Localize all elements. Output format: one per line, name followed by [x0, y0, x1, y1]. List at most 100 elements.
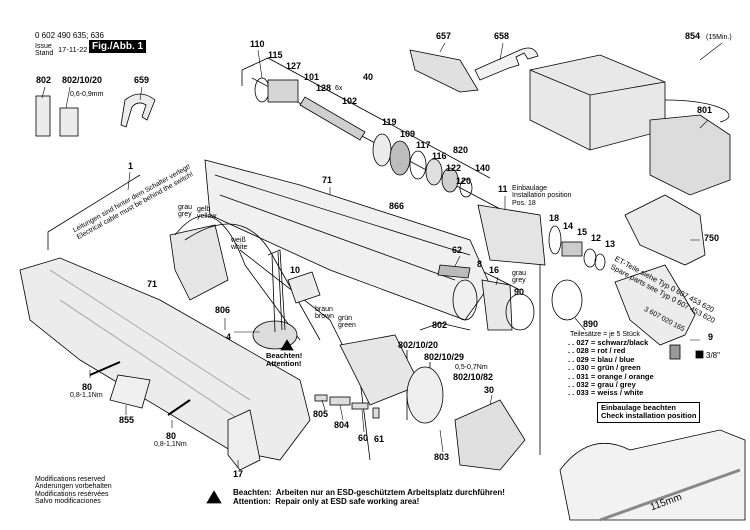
part-90 [505, 293, 535, 331]
callout-805: 805 [313, 409, 329, 419]
callout-820: 820 [453, 145, 469, 155]
callout-80-left: 80 [82, 382, 93, 392]
screw-80b [167, 399, 191, 416]
callout-802: 802 [36, 75, 52, 85]
esd-label-en: Attention: [233, 496, 271, 506]
part-802-10-20 [59, 107, 79, 137]
callout-802-motor: 802 [432, 320, 448, 330]
callout-119: 119 [382, 117, 397, 127]
callout-128-qty: 6x [335, 85, 343, 92]
modifications-fr: Modifications resérvées [35, 490, 109, 498]
callout-102: 102 [342, 96, 358, 106]
warning-triangle-icon [280, 339, 294, 351]
part-855 [109, 374, 151, 409]
check-en: Check installation position [601, 411, 697, 421]
color-de: grau [512, 270, 527, 277]
callout-60: 60 [358, 433, 369, 443]
part-110 [254, 77, 270, 103]
callout-116: 116 [432, 151, 447, 161]
callout-80-bottom: 80 [166, 431, 177, 441]
esd-warning-icon [206, 490, 222, 504]
drive-size: 3/8" [706, 351, 720, 360]
modifications-note: Modifications reserved Änderungen vorbeh… [35, 476, 112, 505]
install-note-de: Einbaulage [512, 185, 548, 192]
leader-lines [41, 42, 723, 468]
part-801-battery [649, 114, 731, 196]
kit-item: . . 033 = weiss / white [568, 388, 644, 398]
color-en: brown [315, 313, 335, 321]
callout-659: 659 [134, 75, 150, 85]
part-11 [477, 204, 546, 266]
part-4-switch [169, 224, 229, 301]
issue-date: 17-11-22 [58, 45, 88, 54]
modifications-en: Modifications reserved [35, 476, 106, 483]
torque-80-bottom: 0,8-1,1Nm [154, 441, 187, 448]
kit-item: . . 028 = rot / red [568, 346, 626, 356]
callout-16: 16 [489, 265, 500, 275]
install-note: Einbaulage Installation position Pos. 18 [512, 185, 572, 207]
color-en: green [338, 322, 356, 330]
color-de: grün [338, 315, 353, 322]
callout-802-10-29: 802/10/29 [424, 352, 465, 362]
callout-127: 127 [286, 61, 302, 71]
torque-80-left: 0,8-1,1Nm [70, 392, 103, 399]
group-bracket-40 [241, 57, 491, 179]
callout-115: 115 [268, 50, 283, 60]
callout-802-10-20: 802/10/20 [62, 75, 103, 85]
part-8 [452, 279, 478, 321]
install-note-pos: Pos. 18 [512, 199, 536, 207]
callout-10: 10 [290, 265, 301, 275]
attention-note: Beachten!Attention! [266, 351, 303, 369]
callout-4: 4 [226, 332, 232, 342]
esd-text-de: Arbeiten nur an ESD-geschütztem Arbeitsp… [275, 488, 505, 497]
callout-109: 109 [400, 129, 416, 139]
part-657 [409, 49, 479, 93]
callout-120: 120 [456, 176, 472, 186]
callout-1: 1 [128, 161, 134, 171]
kit-item: . . 027 = schwarz/black [568, 338, 649, 347]
callout-750: 750 [704, 233, 720, 243]
callout-802-10-20-b: 802/10/20 [398, 340, 439, 350]
modifications-es: Salvo modificaciones [35, 498, 101, 506]
attention-de: Beachten! [266, 351, 303, 360]
part-101 [267, 79, 299, 103]
color-en: grey [512, 277, 526, 285]
modifications-de: Änderungen vorbehalten [35, 483, 112, 491]
callout-110: 110 [250, 39, 265, 49]
callout-855: 855 [119, 415, 135, 425]
callout-658: 658 [494, 31, 510, 41]
callout-40: 40 [363, 72, 374, 82]
part-30 [454, 399, 526, 471]
kit-item: . . 032 = grau / grey [568, 379, 636, 389]
part-9-angle-head [614, 264, 696, 346]
part-802 [35, 95, 51, 137]
figure-label: Fig./Abb. 1 [89, 40, 147, 53]
part-659 [120, 93, 156, 128]
charger-cable [664, 99, 730, 123]
part-62 [437, 264, 471, 279]
part-854-charger [529, 54, 666, 151]
callout-17: 17 [233, 469, 244, 479]
callout-854: 854 [685, 31, 701, 41]
part-17 [227, 409, 261, 471]
callout-14: 14 [563, 221, 574, 231]
kit-item: . . 030 = grün / green [568, 363, 641, 373]
color-en: grey [178, 211, 192, 219]
callout-62: 62 [452, 245, 463, 255]
callout-18: 18 [549, 213, 560, 223]
part-890 [551, 279, 583, 321]
callout-101: 101 [304, 72, 320, 82]
color-en: yellow [197, 213, 217, 221]
color-de: gelb [197, 206, 211, 213]
issue-label: Issue [35, 43, 52, 50]
gap-spec: 0,6-0,9mm [70, 91, 104, 98]
callout-803: 803 [434, 452, 450, 462]
callout-9: 9 [708, 332, 714, 342]
wire-color-90: grau grey [512, 270, 526, 285]
callout-802-10-82: 802/10/82 [453, 372, 494, 382]
